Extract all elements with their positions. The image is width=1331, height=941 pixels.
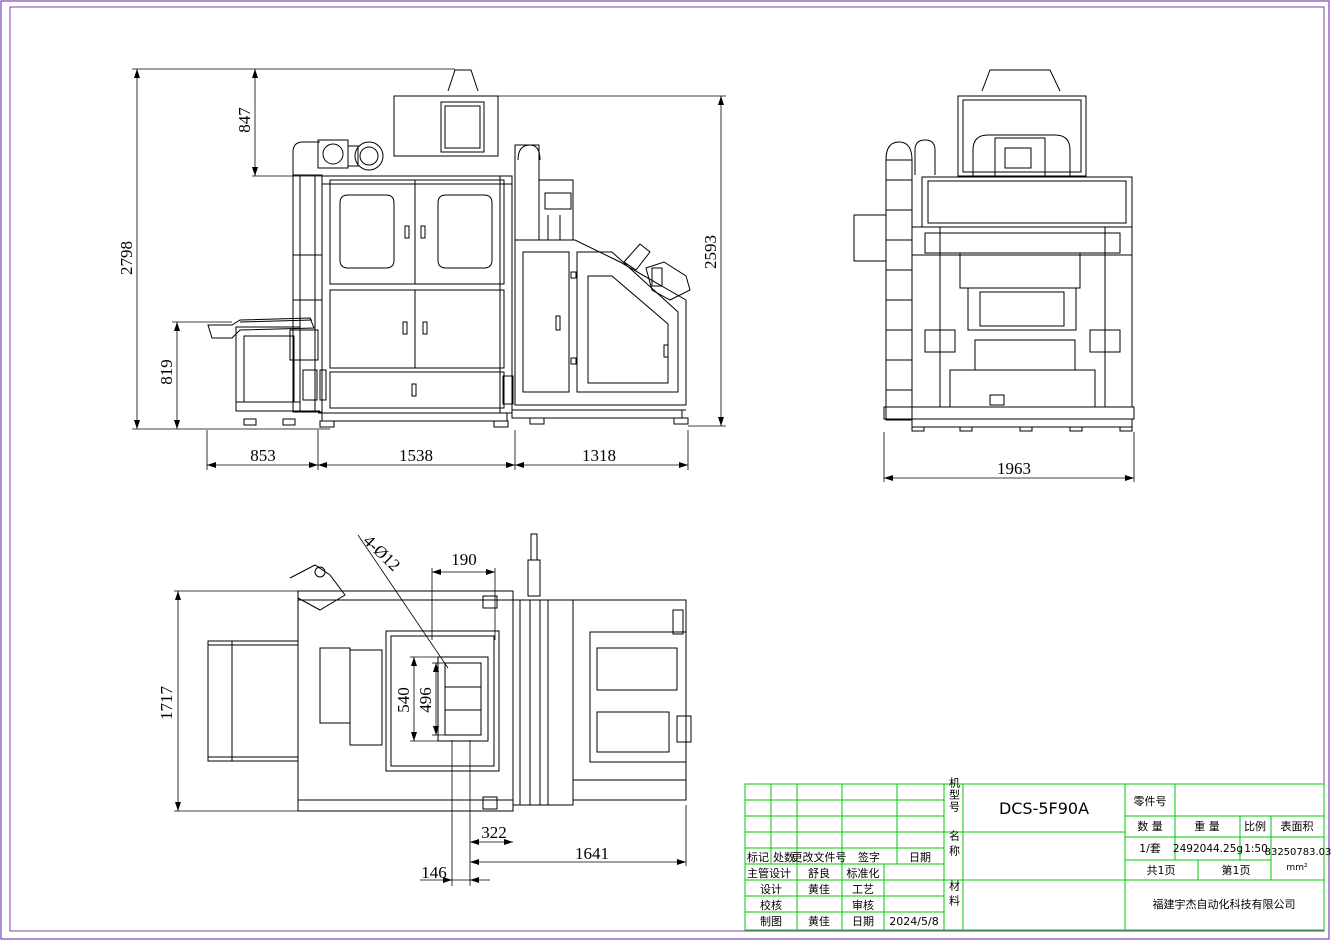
dim-847: 847	[235, 107, 254, 133]
inner-border	[9, 6, 1325, 932]
scale-value: 1:50	[1244, 843, 1268, 855]
row-design-role: 工艺	[852, 883, 874, 896]
front-view-dimensions	[132, 68, 726, 470]
rev-header-sign: 签字	[858, 850, 880, 864]
dim-322: 322	[481, 823, 507, 842]
scale-header: 比例	[1244, 819, 1266, 833]
row-draw-name: 黄佳	[808, 914, 830, 928]
dim-2593: 2593	[701, 235, 720, 269]
area-unit: mm²	[1286, 863, 1308, 873]
title-block-grid	[744, 783, 1325, 931]
dim-819: 819	[157, 359, 176, 385]
title-block-text: 标记 处数 更改文件号 签字 日期 主管设计 舒良 标准化 设计 黄佳 工艺 校…	[747, 776, 1331, 928]
dim-1641: 1641	[575, 844, 609, 863]
part-no-label: 零件号	[1134, 795, 1167, 808]
dim-540: 540	[394, 687, 413, 713]
row-draw-date: 2024/5/8	[889, 915, 938, 928]
dim-1717: 1717	[157, 686, 176, 721]
dim-hole-spec: 4-Ø12	[360, 531, 404, 575]
side-view	[853, 69, 1135, 432]
pages-total: 共1页	[1147, 864, 1176, 877]
rev-header-date: 日期	[909, 851, 931, 864]
area-header: 表面积	[1281, 819, 1314, 833]
row-check-role: 审核	[852, 898, 874, 912]
top-view-arrowheads	[175, 569, 686, 883]
row-draw-date-label: 日期	[852, 915, 874, 928]
qty-header: 数 量	[1137, 820, 1163, 833]
dim-2798: 2798	[117, 241, 136, 275]
weight-header: 重 量	[1194, 819, 1220, 833]
qty-value: 1/套	[1139, 842, 1161, 855]
row-chief-role: 标准化	[847, 866, 880, 880]
row-chief-name: 舒良	[808, 866, 830, 880]
rev-header-mark: 标记	[747, 850, 769, 864]
dim-1318: 1318	[582, 446, 616, 465]
row-design-name: 黄佳	[808, 882, 830, 896]
dim-190: 190	[451, 550, 477, 569]
name-label: 名称	[948, 829, 961, 860]
row-design-label: 设计	[760, 883, 782, 896]
company-name: 福建宇杰自动化科技有限公司	[1153, 897, 1296, 911]
dim-1963: 1963	[997, 459, 1031, 478]
row-chief-label: 主管设计	[747, 866, 791, 880]
pages-current: 第1页	[1222, 863, 1251, 877]
model-label: 机型号	[948, 776, 961, 813]
area-value: 83250783.03	[1265, 847, 1331, 858]
front-view-arrowheads	[134, 69, 724, 468]
top-view-dimensions	[174, 534, 687, 886]
dim-496: 496	[416, 687, 435, 713]
side-view-dimensions	[883, 432, 1135, 482]
rev-header-doc: 更改文件号	[792, 850, 847, 864]
model-value: DCS-5F90A	[999, 799, 1089, 818]
dim-146: 146	[421, 863, 447, 882]
weight-value: 2492044.25g	[1173, 843, 1243, 855]
dim-853: 853	[250, 446, 276, 465]
dim-1538: 1538	[399, 446, 433, 465]
row-check-label: 校核	[760, 898, 782, 912]
row-draw-label: 制图	[760, 915, 782, 928]
material-label: 材料	[948, 879, 961, 910]
top-view	[207, 533, 692, 812]
side-view-arrowheads	[884, 475, 1134, 481]
front-view	[207, 69, 691, 428]
rev-header-count: 处数	[773, 851, 795, 864]
